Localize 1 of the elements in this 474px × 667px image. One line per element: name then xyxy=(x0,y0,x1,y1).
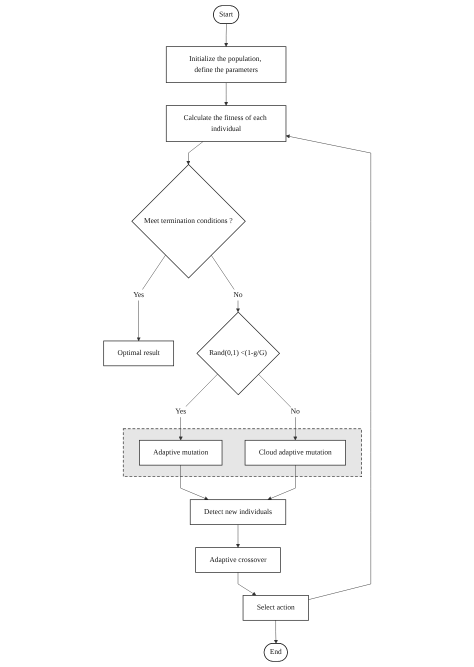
cluster xyxy=(122,428,362,477)
